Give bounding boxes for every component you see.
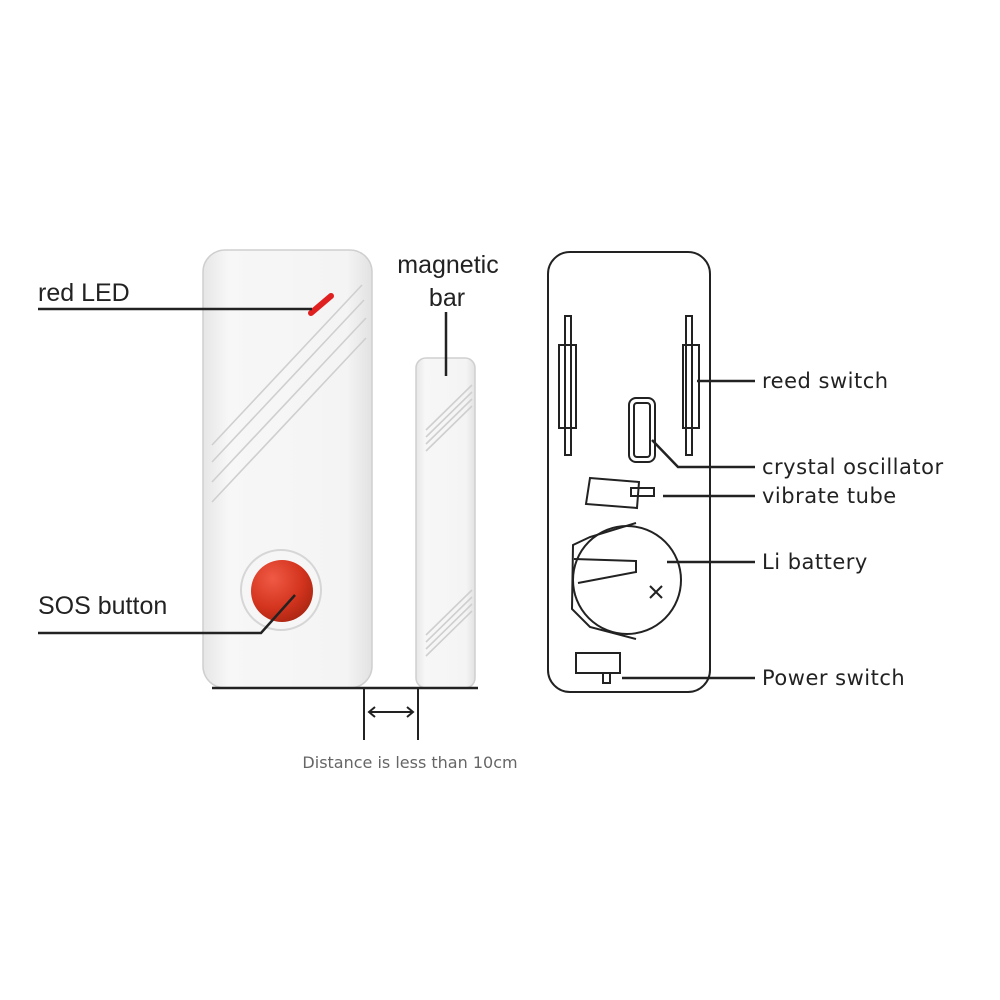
leader-crystal-oscillator xyxy=(651,439,755,469)
sos-button xyxy=(251,560,313,622)
label-power-switch: Power switch xyxy=(762,666,905,690)
label-magnetic-bar-2: bar xyxy=(429,284,465,312)
label-red-led: red LED xyxy=(38,279,130,307)
label-reed-switch: reed switch xyxy=(762,369,889,393)
reed-switch-right xyxy=(682,315,700,456)
power-switch xyxy=(575,652,621,684)
label-vibrate-tube: vibrate tube xyxy=(762,484,897,508)
red-led xyxy=(308,293,334,316)
label-li-battery: Li battery xyxy=(762,550,868,574)
crystal-oscillator xyxy=(628,397,656,463)
label-magnetic-bar-1: magnetic xyxy=(397,251,498,279)
distance-caption: Distance is less than 10cm xyxy=(302,753,517,772)
magnetic-bar xyxy=(415,357,476,689)
body-grooves xyxy=(211,284,367,503)
sensor-body xyxy=(202,249,373,689)
vibrate-tube xyxy=(584,476,655,510)
internal-schematic xyxy=(547,251,711,693)
distance-marker xyxy=(212,686,478,740)
reed-switch-left xyxy=(558,315,577,456)
leader-sos-button xyxy=(38,594,296,635)
li-battery xyxy=(570,522,682,640)
label-crystal-oscillator: crystal oscillator xyxy=(762,455,944,479)
label-sos-button: SOS button xyxy=(38,592,167,620)
